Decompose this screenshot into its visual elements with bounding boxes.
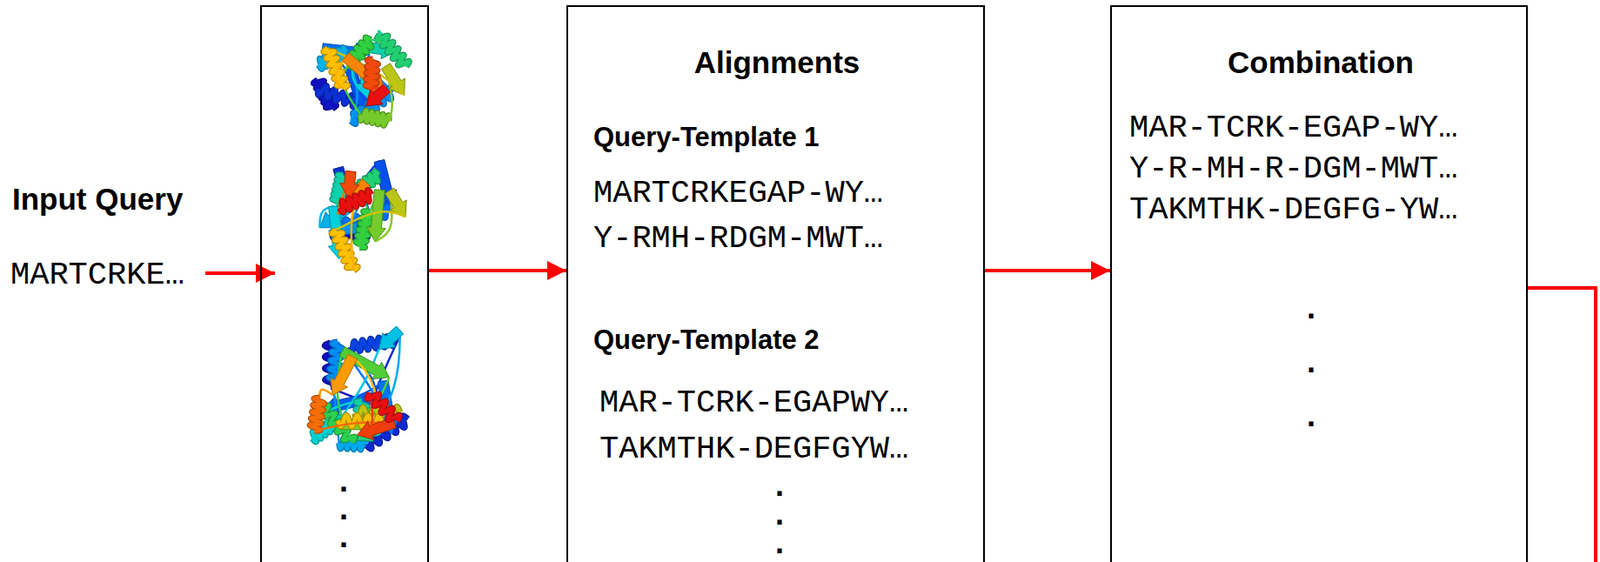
sequence-line: Y-RMH-RDGM-MWT… (593, 220, 884, 257)
ellipsis-dot: . (1306, 290, 1316, 326)
stage-box: ... (260, 5, 429, 562)
sequence-line: MAR-TCRK-EGAPWY… (599, 385, 909, 422)
ellipsis-dot: . (339, 519, 349, 555)
helix-ribbon (309, 397, 325, 431)
flow-arrow (428, 268, 567, 273)
protein-loop (352, 356, 382, 422)
stage-box: AlignmentsQuery-Template 1 MARTCRKEGAP-WY… (566, 5, 985, 562)
helix-ribbon (323, 47, 349, 89)
strand-arrow (378, 326, 403, 350)
strand-arrow (366, 84, 391, 107)
helix-shadow (365, 59, 378, 91)
box-title: Combination (1227, 46, 1414, 81)
ellipsis-dot: . (775, 525, 784, 561)
query-arrow (205, 271, 275, 275)
sequence-line: MAR-TCRK-EGAP-WY… (1129, 110, 1458, 147)
protein-structures (309, 31, 409, 450)
helix-shadow (309, 397, 325, 431)
helix-ribbon (361, 110, 390, 126)
strand-arrow (330, 354, 358, 395)
helix-shadow (339, 190, 372, 214)
sequence-line: MARTCRKEGAP-WY… (593, 175, 884, 212)
output-line (1527, 287, 1596, 562)
protein-structure (313, 31, 409, 127)
helix-ribbon (365, 59, 378, 91)
helix-shadow (361, 110, 390, 126)
alignment-heading: Query-Template 2 (593, 325, 820, 355)
alignment-heading: Query-Template 1 (593, 122, 820, 153)
helix-ribbon (339, 190, 372, 214)
input-heading: Input Query (12, 182, 183, 217)
sequence-line: TAKMTHK-DEGFGYW… (599, 431, 909, 468)
protein-structure (309, 326, 409, 450)
ellipsis-dot: . (1306, 344, 1316, 380)
stage-box: CombinationMAR-TCRK-EGAP-WY… Y-R-MH-R-DGM… (1110, 5, 1528, 562)
protein-structure (320, 159, 408, 271)
protein-loop (335, 211, 406, 230)
sequence-line: Y-R-MH-R-DGM-MWT… (1129, 151, 1458, 188)
strand-arrow (341, 53, 384, 91)
helix-shadow (367, 393, 400, 422)
helix-shadow (323, 47, 349, 89)
box-title: Alignments (694, 46, 861, 81)
protein-loop (319, 389, 333, 399)
ellipsis-dot: . (1306, 398, 1316, 434)
sequence-line: TAKMTHK-DEGFG-YW… (1129, 192, 1458, 228)
helix-ribbon (367, 393, 400, 422)
flow-arrow (984, 268, 1111, 273)
query-sequence: MARTCRKE… (10, 257, 185, 294)
